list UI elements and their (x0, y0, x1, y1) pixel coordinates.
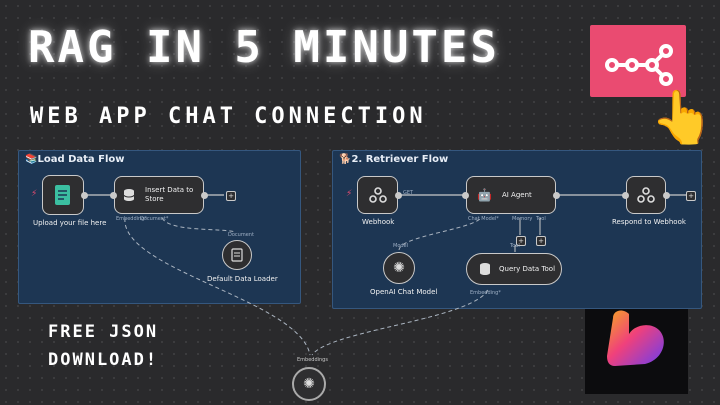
insert-port-document: Document* (140, 216, 169, 222)
respond-output-port[interactable] (663, 192, 670, 199)
memory-add-button[interactable]: + (516, 236, 526, 246)
upload-file-node[interactable] (42, 175, 84, 215)
insert-input-port[interactable] (110, 192, 117, 199)
tool-node-label: Query Data Tool (499, 265, 556, 273)
subline: WEB APP CHAT CONNECTION (30, 104, 427, 129)
upload-output-port[interactable] (81, 192, 88, 199)
webhook-icon (368, 187, 387, 203)
insert-output-port[interactable] (201, 192, 208, 199)
document-icon (231, 248, 243, 262)
webhook-node-label: Webhook (362, 218, 395, 226)
upload-node-label: Upload your file here (33, 219, 107, 227)
ai-agent-node[interactable]: 🤖 AI Agent (466, 176, 556, 214)
agent-output-port[interactable] (553, 192, 560, 199)
insert-add-button[interactable]: + (226, 191, 236, 201)
respond-input-port[interactable] (622, 192, 629, 199)
insert-data-node[interactable]: Insert Data to Store (114, 176, 204, 214)
promo-line-1: FREE JSON (48, 322, 159, 342)
agent-port-chat-model: Chat Model* (468, 216, 499, 222)
retriever-flow-title-text: 2. Retriever Flow (351, 154, 449, 165)
robot-icon: 🤖 (477, 188, 492, 202)
query-data-tool-node[interactable]: Query Data Tool (466, 253, 562, 285)
webhook-edge-label: GET (403, 190, 414, 196)
loader-node-label: Default Data Loader (207, 275, 278, 283)
headline: RAG IN 5 MINUTES (28, 22, 500, 73)
webhook-trigger-bolt-icon: ⚡ (346, 189, 353, 199)
loader-port-document: Document (228, 232, 254, 238)
promo-line-2: DOWNLOAD! (48, 350, 159, 370)
openai-icon: ✺ (393, 260, 405, 276)
webhook-output-port[interactable] (395, 192, 402, 199)
embeddings-openai-icon: ✺ (303, 376, 315, 392)
respond-webhook-icon (637, 187, 655, 203)
n8n-icon (590, 25, 686, 97)
tool-port-top: Tool (510, 243, 520, 249)
tool-port-embedding: Embedding* (470, 290, 501, 296)
form-icon (55, 185, 70, 205)
openai-node-label: OpenAI Chat Model (370, 288, 438, 296)
trigger-bolt-icon: ⚡ (31, 189, 38, 199)
agent-port-memory: Memory (512, 216, 533, 222)
pointing-hand-icon: 👆 (650, 88, 715, 148)
agent-input-port[interactable] (462, 192, 469, 199)
tool-add-button[interactable]: + (536, 236, 546, 246)
openai-port-model: Model (393, 243, 409, 249)
load-flow-title: 📚Load Data Flow (25, 154, 125, 165)
default-data-loader-node[interactable] (222, 240, 252, 270)
insert-port-embedding: Embedding* (116, 216, 147, 222)
agent-port-tool: Tool (536, 216, 546, 222)
insert-node-label-2: Store (145, 195, 164, 203)
load-data-flow-panel: 📚Load Data Flow (18, 150, 301, 304)
respond-webhook-node[interactable] (626, 176, 666, 214)
respond-node-label: Respond to Webhook (612, 218, 686, 226)
embeddings-port-label: Embeddings (297, 357, 328, 363)
respond-add-button[interactable]: + (686, 191, 696, 201)
database-icon (123, 189, 135, 201)
retriever-flow-title: 🐕2. Retriever Flow (339, 154, 449, 165)
embeddings-node[interactable]: ✺ (292, 367, 326, 401)
load-flow-title-text: Load Data Flow (37, 154, 125, 165)
openai-chat-model-node[interactable]: ✺ (383, 252, 415, 284)
tool-database-icon (480, 263, 490, 275)
agent-node-label: AI Agent (501, 191, 532, 199)
webhook-node[interactable] (357, 176, 398, 214)
promo-text: FREE JSON DOWNLOAD! (48, 318, 158, 374)
insert-node-label-1: Insert Data to (145, 186, 194, 194)
